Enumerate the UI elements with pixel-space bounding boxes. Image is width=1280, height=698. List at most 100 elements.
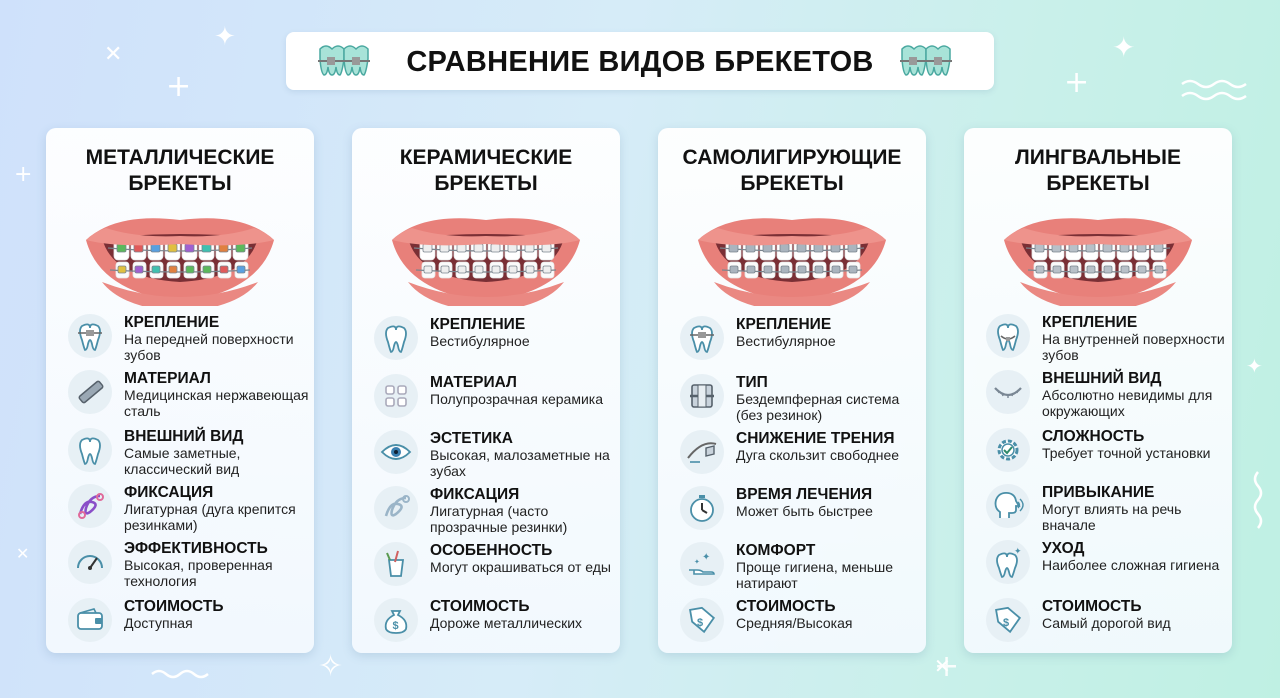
ligature-icon bbox=[68, 484, 112, 528]
feature-label: КРЕПЛЕНИЕ bbox=[124, 314, 220, 331]
plus-icon: + bbox=[166, 69, 192, 104]
wallet-icon bbox=[68, 598, 112, 642]
steel-bar-icon bbox=[68, 370, 112, 414]
sparkle-icon: ✧ bbox=[318, 649, 344, 684]
feature-label: ВНЕШНИЙ ВИД bbox=[124, 428, 244, 445]
feature-value: Высокая, проверенная технология bbox=[124, 557, 273, 589]
feature-label: СТОИМОСТЬ bbox=[1042, 598, 1142, 615]
card-title-line: КЕРАМИЧЕСКИЕ bbox=[399, 146, 573, 169]
gauge-icon bbox=[68, 540, 112, 584]
feature-label: СТОИМОСТЬ bbox=[736, 598, 836, 615]
tooth-sparkle-icon: ✦ bbox=[986, 540, 1030, 584]
feature-value: Лигатурная (часто прозрачные резинки) bbox=[430, 503, 568, 535]
feature-label: СТОИМОСТЬ bbox=[430, 598, 530, 615]
card-title-line: ЛИНГВАЛЬНЫЕ bbox=[1014, 146, 1181, 169]
svg-text:$: $ bbox=[697, 617, 703, 629]
tooth-brace-icon bbox=[680, 316, 724, 360]
feature-label: КРЕПЛЕНИЕ bbox=[1042, 314, 1138, 331]
smile-arc-icon bbox=[986, 370, 1030, 414]
feature-value: Доступная bbox=[124, 615, 193, 631]
card-title-line: БРЕКЕТЫ bbox=[740, 172, 844, 195]
feature-value: Средняя/Высокая bbox=[736, 615, 853, 631]
feature-value: Могут окрашиваться от еды bbox=[430, 559, 611, 575]
feature-value: Лигатурная (дуга крепится резинками) bbox=[124, 501, 296, 533]
braces-smile-image bbox=[392, 218, 580, 306]
feature-value: Вестибулярное bbox=[430, 333, 530, 349]
cross-icon: ✕ bbox=[16, 544, 30, 563]
feature-value: Абсолютно невидимы для окружающих bbox=[1042, 387, 1213, 419]
feature-value: Вестибулярное bbox=[736, 333, 836, 349]
feature-value: Медицинская нержавеющая сталь bbox=[124, 387, 309, 419]
feature-value: Дуга скользит свободнее bbox=[736, 447, 900, 463]
feature-value: На внутренней поверхности зубов bbox=[1042, 331, 1225, 363]
card-title: САМОЛИГИРУЮЩИЕ БРЕКЕТЫ bbox=[658, 145, 926, 197]
feature-label: ТИП bbox=[736, 374, 768, 391]
price-tag-icon: $ bbox=[680, 598, 724, 642]
gear-check-icon bbox=[986, 428, 1030, 472]
braced-teeth-icon bbox=[318, 45, 370, 76]
bracket-icon bbox=[680, 374, 724, 418]
braces-smile-image bbox=[86, 218, 274, 306]
feature-value: Проще гигиена, меньше натирают bbox=[736, 559, 894, 591]
feature-label: МАТЕРИАЛ bbox=[124, 370, 211, 387]
wave-decoration bbox=[1181, 79, 1247, 101]
eye-icon bbox=[374, 430, 418, 474]
feature-label: КРЕПЛЕНИЕ bbox=[736, 316, 832, 333]
tooth-icon bbox=[374, 316, 418, 360]
speech-head-icon bbox=[986, 484, 1030, 528]
feature-label: КОМФОРТ bbox=[736, 542, 816, 559]
feature-label: СНИЖЕНИЕ ТРЕНИЯ bbox=[736, 430, 895, 447]
braced-teeth-icon bbox=[900, 45, 952, 76]
feature-label: ВНЕШНИЙ ВИД bbox=[1042, 370, 1162, 387]
feature-label: КРЕПЛЕНИЕ bbox=[430, 316, 526, 333]
svg-text:✦: ✦ bbox=[694, 558, 700, 566]
card-title-line: САМОЛИГИРУЮЩИЕ bbox=[682, 146, 902, 169]
tooth-icon bbox=[68, 428, 112, 472]
feature-value: Требует точной установки bbox=[1042, 445, 1211, 461]
wave-decoration bbox=[151, 669, 209, 679]
svg-text:✦: ✦ bbox=[1014, 546, 1022, 556]
plus-icon: + bbox=[934, 649, 960, 684]
plus-icon: + bbox=[14, 162, 33, 187]
feature-label: ФИКСАЦИЯ bbox=[430, 486, 520, 503]
feature-label: ЭСТЕТИКА bbox=[430, 430, 513, 447]
braces-smile-image bbox=[1004, 218, 1192, 306]
feature-label: ФИКСАЦИЯ bbox=[124, 484, 214, 501]
feature-label: ПРИВЫКАНИЕ bbox=[1042, 484, 1155, 501]
plus-icon: + bbox=[1064, 65, 1090, 100]
